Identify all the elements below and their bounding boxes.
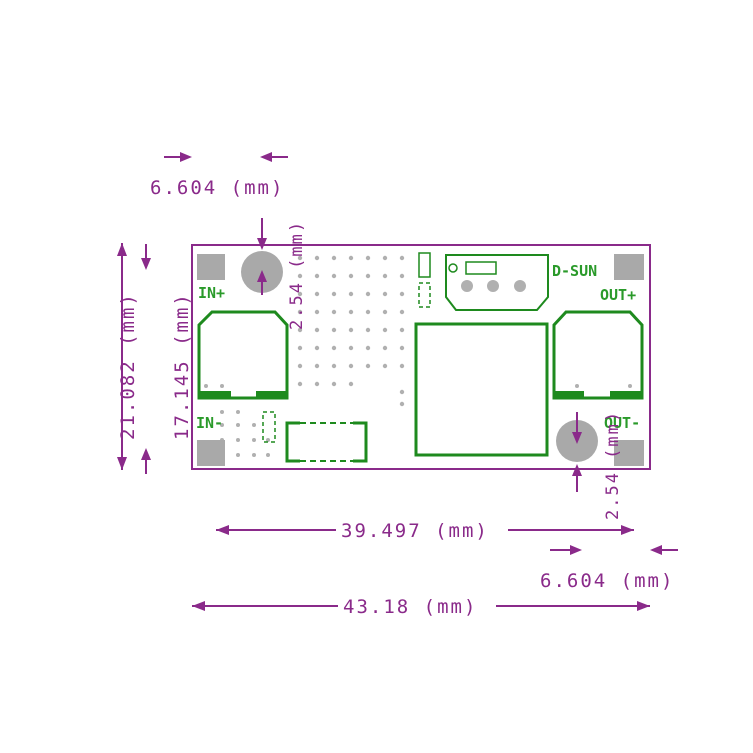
dim-bottom-hole-offset <box>550 545 678 555</box>
dim-board-height-text: 21.082 (mm) <box>117 292 139 440</box>
label-out-minus: OUT- <box>604 414 640 432</box>
dim-pad-height <box>141 244 151 474</box>
pad-in-plus <box>197 254 225 280</box>
left-capacitor <box>197 310 289 400</box>
small-component-b <box>418 282 431 308</box>
inductor-outline <box>414 322 549 457</box>
dim-pad-span-text: 39.497 (mm) <box>341 520 489 542</box>
label-brand: D-SUN <box>552 262 597 280</box>
dim-board-width <box>192 601 650 611</box>
potentiometer <box>445 254 549 311</box>
pad-out-minus <box>614 440 644 466</box>
via-grid <box>204 255 632 457</box>
dim-top-hole-offset <box>164 152 288 162</box>
dim-bottom-hole-offset-text: 6.604 (mm) <box>540 570 674 592</box>
dim-bottom-hole-arrows <box>572 412 582 492</box>
dim-board-height <box>117 243 127 470</box>
pad-out-plus <box>614 254 644 280</box>
dim-top-hole-arrows <box>257 218 267 295</box>
small-component-a <box>418 252 431 278</box>
pad-in-minus <box>197 440 225 466</box>
diode-outline <box>285 421 368 463</box>
dim-board-width-text: 43.18 (mm) <box>343 596 477 618</box>
dim-pad-span <box>216 525 634 535</box>
dim-top-hole-text: 2.54 (mm) <box>287 220 307 330</box>
label-in-minus: IN- <box>196 414 223 432</box>
dim-top-hole-offset-text: 6.604 (mm) <box>150 177 284 199</box>
label-in-plus: IN+ <box>198 284 225 302</box>
right-capacitor <box>552 310 644 400</box>
dim-bottom-hole-text: 2.54 (mm) <box>603 410 623 520</box>
label-out-plus: OUT+ <box>600 286 636 304</box>
dim-pad-height-text: 17.145 (mm) <box>171 292 193 440</box>
